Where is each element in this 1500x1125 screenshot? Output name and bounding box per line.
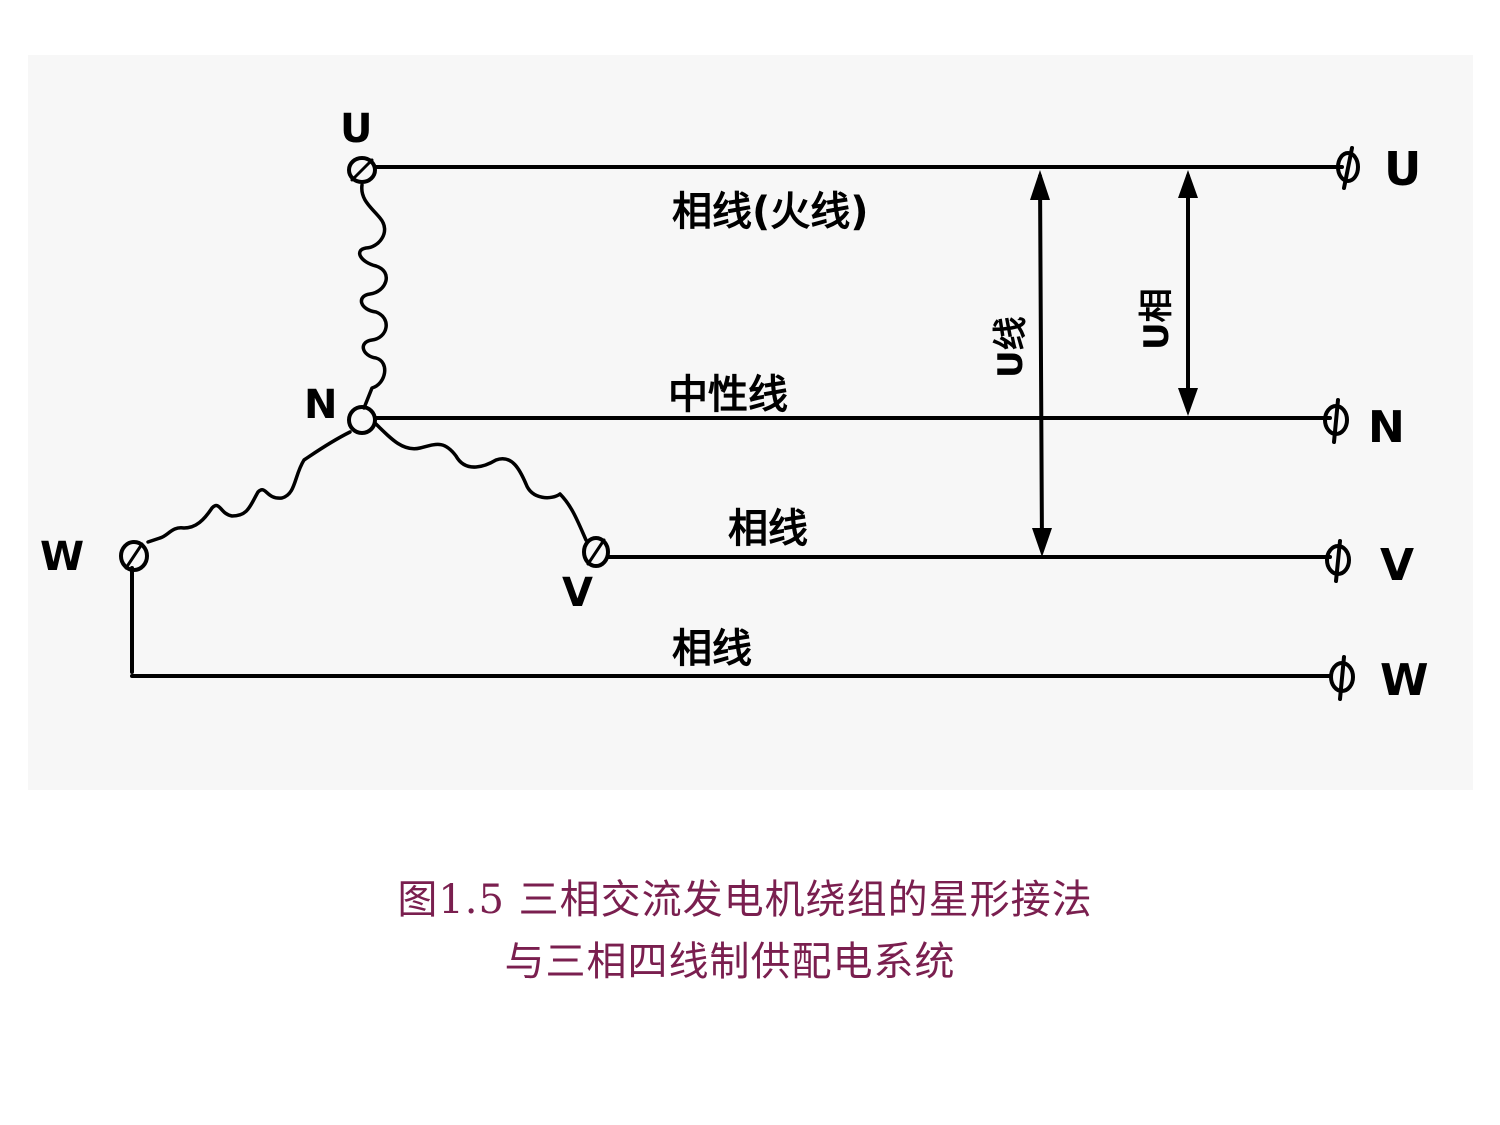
- star-connection-diagram: U N V W U N V W 相线(火线) 中性线 相线 相线 U线 U相: [40, 106, 1429, 706]
- n-output-terminal: [1323, 398, 1349, 444]
- u-line-label: 相线(火线): [672, 189, 869, 235]
- figure-caption-line1: 图1.5 三相交流发电机绕组的星形接法: [397, 877, 1093, 923]
- neutral-line-label: 中性线: [668, 372, 788, 418]
- v-terminal-label: V: [1380, 540, 1414, 591]
- n-node-label: N: [304, 382, 337, 428]
- w-node-terminal: [119, 540, 149, 572]
- v-node-label: V: [562, 570, 593, 616]
- phase-voltage-label: U相: [1137, 288, 1177, 350]
- phase-voltage-arrow: [1178, 170, 1198, 416]
- figure-caption-line2: 与三相四线制供配电系统: [504, 939, 956, 985]
- u-winding-coil: [357, 183, 388, 410]
- u-terminal-label: U: [1384, 142, 1421, 196]
- line-voltage-arrow: [1030, 170, 1052, 557]
- u-node-terminal: [347, 156, 377, 184]
- w-node-label: W: [40, 534, 84, 580]
- w-line-label: 相线: [672, 626, 752, 672]
- v-output-terminal: [1325, 539, 1351, 583]
- diagram-background: [28, 55, 1473, 790]
- v-line-label: 相线: [728, 506, 808, 552]
- neutral-node-terminal: [347, 405, 377, 435]
- u-node-label: U: [340, 106, 372, 152]
- line-voltage-label: U线: [991, 316, 1031, 378]
- v-winding-coil: [374, 422, 588, 542]
- w-terminal-label: W: [1380, 655, 1429, 706]
- w-output-terminal: [1329, 655, 1355, 701]
- u-output-terminal: [1336, 146, 1360, 190]
- w-winding-coil: [146, 430, 352, 544]
- n-terminal-label: N: [1368, 402, 1405, 453]
- v-node-terminal: [582, 536, 610, 568]
